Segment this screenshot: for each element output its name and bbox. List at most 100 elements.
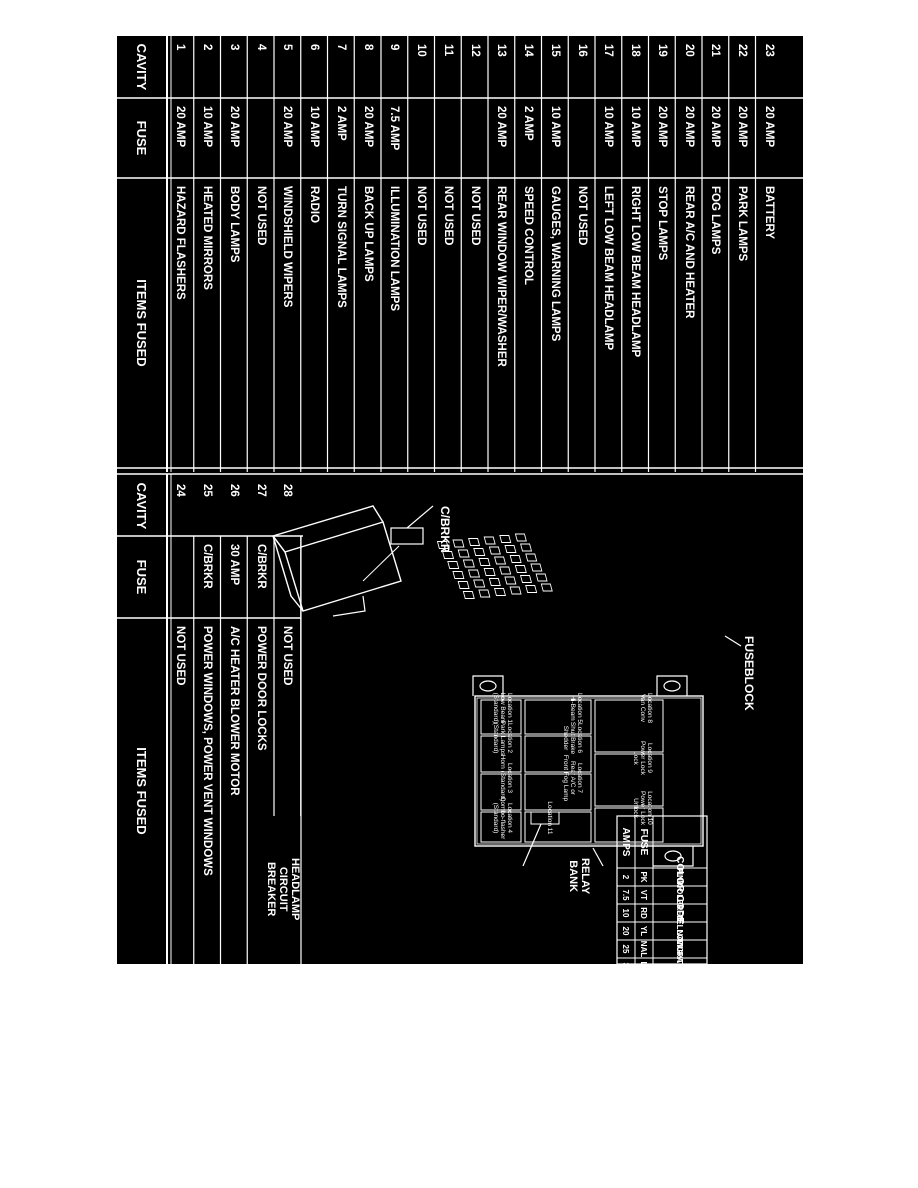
mounting-tab [472, 675, 504, 696]
color-code-amps-cell: 7.5 [621, 889, 631, 901]
left-cavity-cell: 2 [201, 44, 214, 51]
left-table-fuse-header: FUSE [134, 120, 150, 156]
cbrkr-label: C/BRKR [438, 506, 452, 553]
fuse-slot [540, 583, 553, 592]
left-cavity-cell: 11 [441, 44, 454, 57]
fuse-slot [436, 541, 449, 549]
left-item-cell: NOT USED [254, 186, 267, 246]
fuseblock-tab [332, 595, 366, 617]
left-cavity-cell: 20 [682, 44, 695, 57]
left-fuse-cell: 10 AMP [308, 106, 321, 148]
fuse-slot [493, 588, 506, 596]
left-item-cell: ILLUMINATION LAMPS [388, 186, 401, 311]
headlamp-breaker-line-1: HEADLAMP [289, 858, 301, 921]
left-cavity-cell: 10 [415, 44, 428, 57]
left-fuse-cell: 20 AMP [174, 106, 187, 148]
left-item-cell: BODY LAMPS [227, 186, 240, 263]
fuse-slot [457, 581, 470, 589]
headlamp-breaker-icon [530, 811, 560, 825]
relay-location-label: Location 9 [646, 743, 653, 773]
fuse-slot [462, 591, 475, 599]
left-fuse-cell: 20 AMP [762, 106, 775, 148]
left-item-cell: NOT USED [415, 186, 428, 246]
mounting-tab [652, 846, 694, 867]
fuse-slot [504, 545, 517, 553]
fuse-slot [494, 556, 507, 565]
left-fuse-cell: 10 AMP [548, 106, 561, 148]
left-item-cell: BACK UP LAMPS [361, 186, 374, 282]
left-item-cell: PARK LAMPS [736, 186, 749, 262]
fuse-slot [473, 548, 486, 556]
leader-line [724, 635, 742, 647]
color-code-fuse-cell: NAL [639, 940, 649, 958]
fuse-slot [530, 563, 543, 572]
left-cavity-cell: 8 [361, 44, 374, 51]
fuse-slot [509, 555, 522, 563]
fuseblock-front [272, 535, 304, 612]
left-item-cell: SPEED CONTROL [522, 186, 535, 286]
left-cavity-cell: 1 [174, 44, 187, 51]
headlamp-breaker-label: HEADLAMP CIRCUIT BREAKER [265, 858, 301, 920]
fuse-slot [514, 533, 527, 542]
fuse-slot [483, 568, 496, 576]
relay-cell [480, 699, 522, 735]
fuse-slot [504, 576, 517, 585]
left-fuse-cell [247, 98, 274, 178]
left-item-cell: REAR A/C AND HEATER [682, 186, 695, 319]
fuse-slot [499, 535, 512, 543]
headlamp-breaker-line-2: CIRCUIT [277, 866, 289, 912]
relay-description: Power Lock Unlock [632, 791, 646, 825]
fuse-slot [525, 553, 538, 562]
relay-location-label: Location 7 [576, 763, 583, 793]
mounting-hole [664, 850, 682, 862]
relay-cell [594, 699, 664, 753]
fuse-slot [499, 566, 512, 575]
left-fuse-cell: 20 AMP [495, 106, 508, 148]
right-fuse-cell: 30 AMP [227, 544, 240, 586]
right-cavity-cell: 28 [281, 484, 294, 497]
fuse-slot [478, 589, 491, 598]
left-cavity-cell: 7 [334, 44, 347, 51]
left-item-cell: LEFT LOW BEAM HEADLAMP [602, 186, 615, 351]
right-fuse-cell [274, 536, 301, 618]
fuse-slot [442, 551, 455, 559]
fuse-slot [457, 549, 470, 558]
relay-bank-line-1: RELAY [579, 858, 591, 895]
color-code-fuse-cell: VT [639, 889, 649, 901]
relay-bank-label: RELAY BANK [567, 858, 591, 894]
left-fuse-cell: 20 AMP [655, 106, 668, 148]
relay-location-label: Location 4 [506, 803, 513, 833]
left-cavity-cell: 19 [655, 44, 668, 57]
color-code-amps-cell: 20 [621, 926, 631, 936]
relay-location-label: Location 11 [546, 801, 553, 835]
fuse-slot [468, 538, 481, 546]
fuse-slot [483, 536, 496, 545]
fuse-slot [447, 561, 460, 569]
left-item-cell: BATTERY [762, 186, 775, 240]
fuse-slot [488, 578, 501, 586]
left-fuse-cell: 2 AMP [522, 106, 535, 141]
fuse-slot [525, 585, 538, 593]
left-fuse-cell: 20 AMP [682, 106, 695, 148]
mounting-tab [656, 675, 688, 696]
color-code-amps-cell: 25 [621, 944, 631, 954]
left-cavity-cell: 14 [522, 44, 535, 57]
relay-description: Combo-flasher (Standard) [492, 796, 506, 840]
relay-description: Rear A/C or Front Fog Lamp [562, 754, 576, 802]
relay-cell [480, 811, 522, 843]
left-fuse-cell: 2 AMP [334, 106, 347, 141]
leader-line [362, 545, 400, 582]
fuse-slot [535, 573, 548, 582]
relay-description: Van Conv [639, 693, 646, 723]
left-cavity-cell: 21 [709, 44, 722, 57]
color-code-fuse-cell: LG [635, 958, 653, 964]
right-fuse-cell: C/BRKR [201, 544, 214, 589]
left-cavity-cell: 12 [468, 44, 481, 57]
left-table-items-header: ITEMS FUSED [134, 279, 150, 367]
color-code-fuse-cell: PK [639, 871, 649, 883]
left-fuse-cell: 20 AMP [227, 106, 240, 148]
